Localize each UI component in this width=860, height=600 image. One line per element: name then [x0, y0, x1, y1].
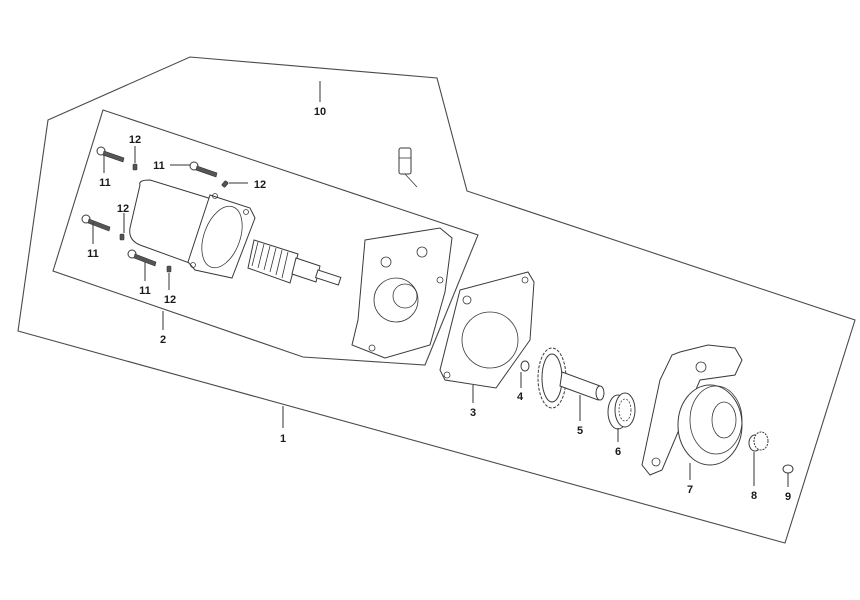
washer-icon[interactable] [132, 163, 138, 171]
armature-part[interactable] [247, 239, 342, 286]
cable-part[interactable] [177, 78, 418, 188]
callout-6: 6 [615, 446, 621, 458]
bolt-icon[interactable] [96, 146, 125, 163]
callout-11: 11 [99, 177, 111, 189]
callout-5: 5 [577, 425, 583, 437]
bolt-icon[interactable] [189, 161, 218, 178]
bearing-part[interactable] [607, 392, 636, 430]
callout-12: 12 [164, 294, 176, 306]
outer-assembly-frame [17, 56, 856, 544]
inner-subassembly-frame [52, 109, 479, 366]
callout-11: 11 [153, 160, 165, 172]
callout-2: 2 [160, 334, 166, 346]
washer-icon[interactable] [119, 233, 125, 241]
gear-part[interactable] [537, 347, 605, 409]
callout-11: 11 [139, 285, 151, 297]
pinion-part[interactable] [748, 431, 769, 452]
end-cover-part[interactable] [351, 227, 453, 359]
circlip-part[interactable] [782, 464, 794, 474]
callout-12: 12 [254, 179, 266, 191]
washer-icon[interactable] [166, 265, 172, 273]
gasket-part[interactable] [439, 271, 535, 389]
callout-10: 10 [314, 106, 326, 118]
callout-3: 3 [470, 407, 476, 419]
callout-12: 12 [129, 134, 141, 146]
bolt-icon[interactable] [127, 249, 157, 267]
callout-9: 9 [785, 491, 791, 503]
callout-7: 7 [687, 484, 693, 496]
callout-4: 4 [517, 391, 524, 403]
washer-icon[interactable] [221, 180, 229, 188]
callout-1: 1 [280, 433, 286, 445]
motor-housing-part[interactable] [129, 179, 256, 279]
cable-connector-icon [398, 147, 412, 175]
callouts: 1 2 3 4 5 6 7 8 9 10 11 11 11 11 12 12 1… [87, 106, 791, 503]
leader-lines [92, 81, 789, 487]
callout-8: 8 [751, 490, 757, 502]
reduction-cover-part[interactable] [641, 344, 743, 476]
ring-part[interactable] [520, 360, 530, 372]
callout-12: 12 [117, 203, 129, 215]
callout-11: 11 [87, 248, 99, 260]
bolt-icon[interactable] [81, 214, 111, 232]
